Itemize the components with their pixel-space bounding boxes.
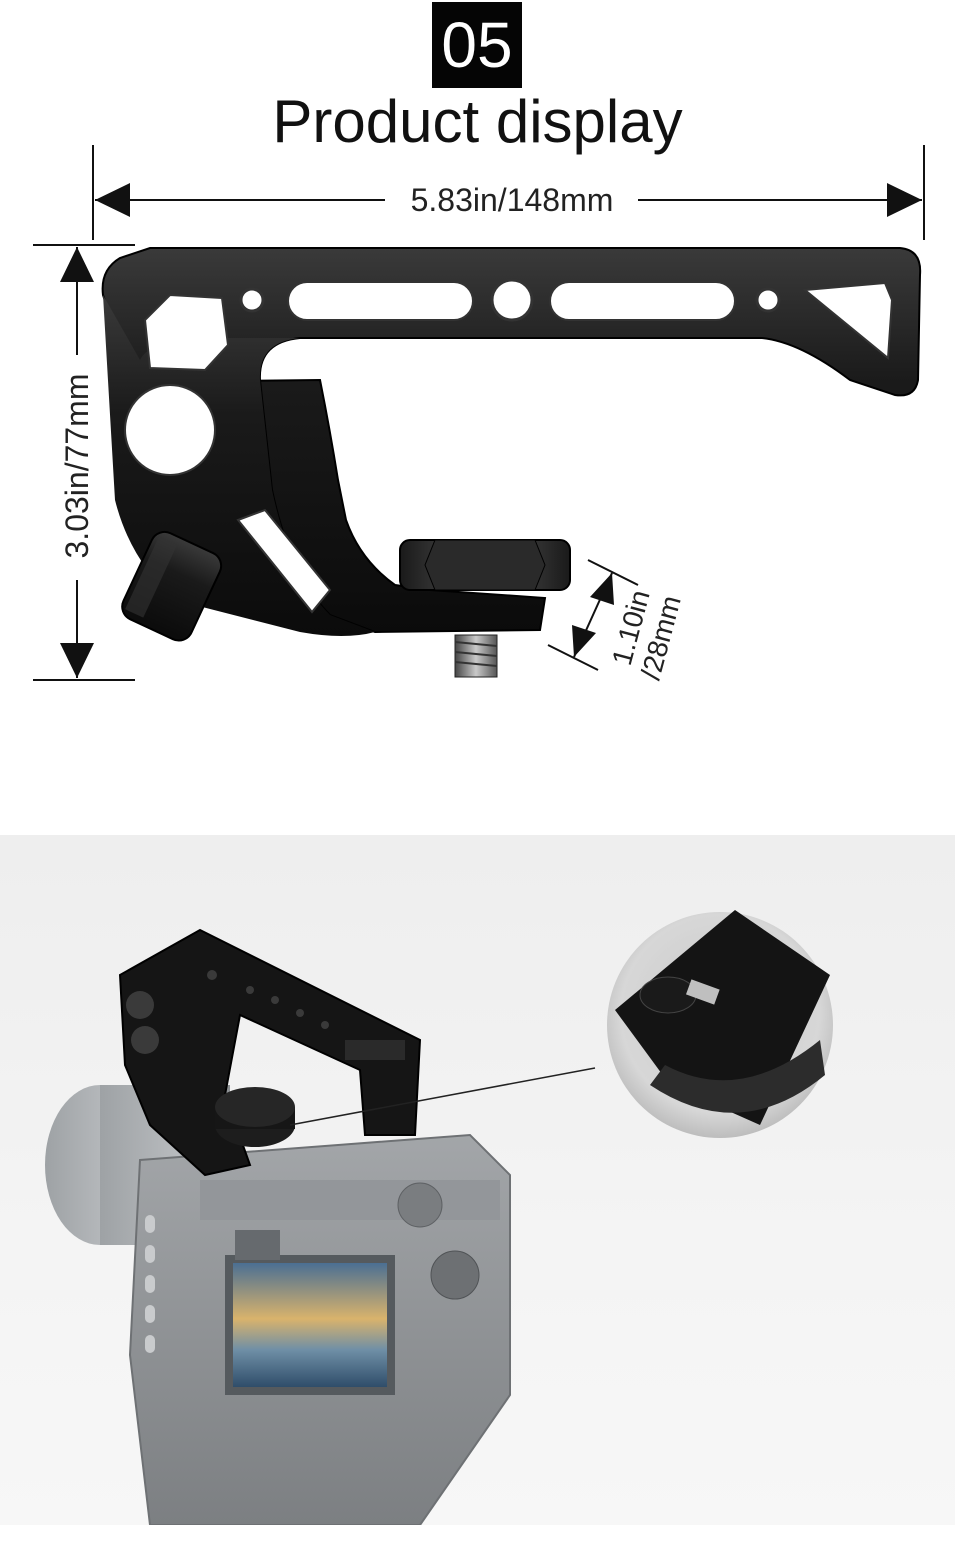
section-number-badge: 05 bbox=[432, 2, 522, 88]
camera-photo-illustration bbox=[45, 910, 833, 1525]
height-dimension: 3.03in/77mm bbox=[33, 244, 135, 681]
width-dimension: 5.83in/148mm bbox=[92, 145, 925, 240]
screw-length-dimension: 1.10in /28mm bbox=[547, 559, 687, 683]
product-photo-panel bbox=[0, 835, 955, 1525]
top-handle-illustration bbox=[101, 247, 922, 678]
height-label: 3.03in/77mm bbox=[59, 374, 95, 559]
section-title: Product display bbox=[272, 88, 683, 155]
dimension-diagram: 5.83in/148mm 3.03in/77mm bbox=[33, 145, 925, 683]
width-label: 5.83in/148mm bbox=[411, 182, 614, 218]
page-bottom-spacer bbox=[0, 1525, 955, 1547]
